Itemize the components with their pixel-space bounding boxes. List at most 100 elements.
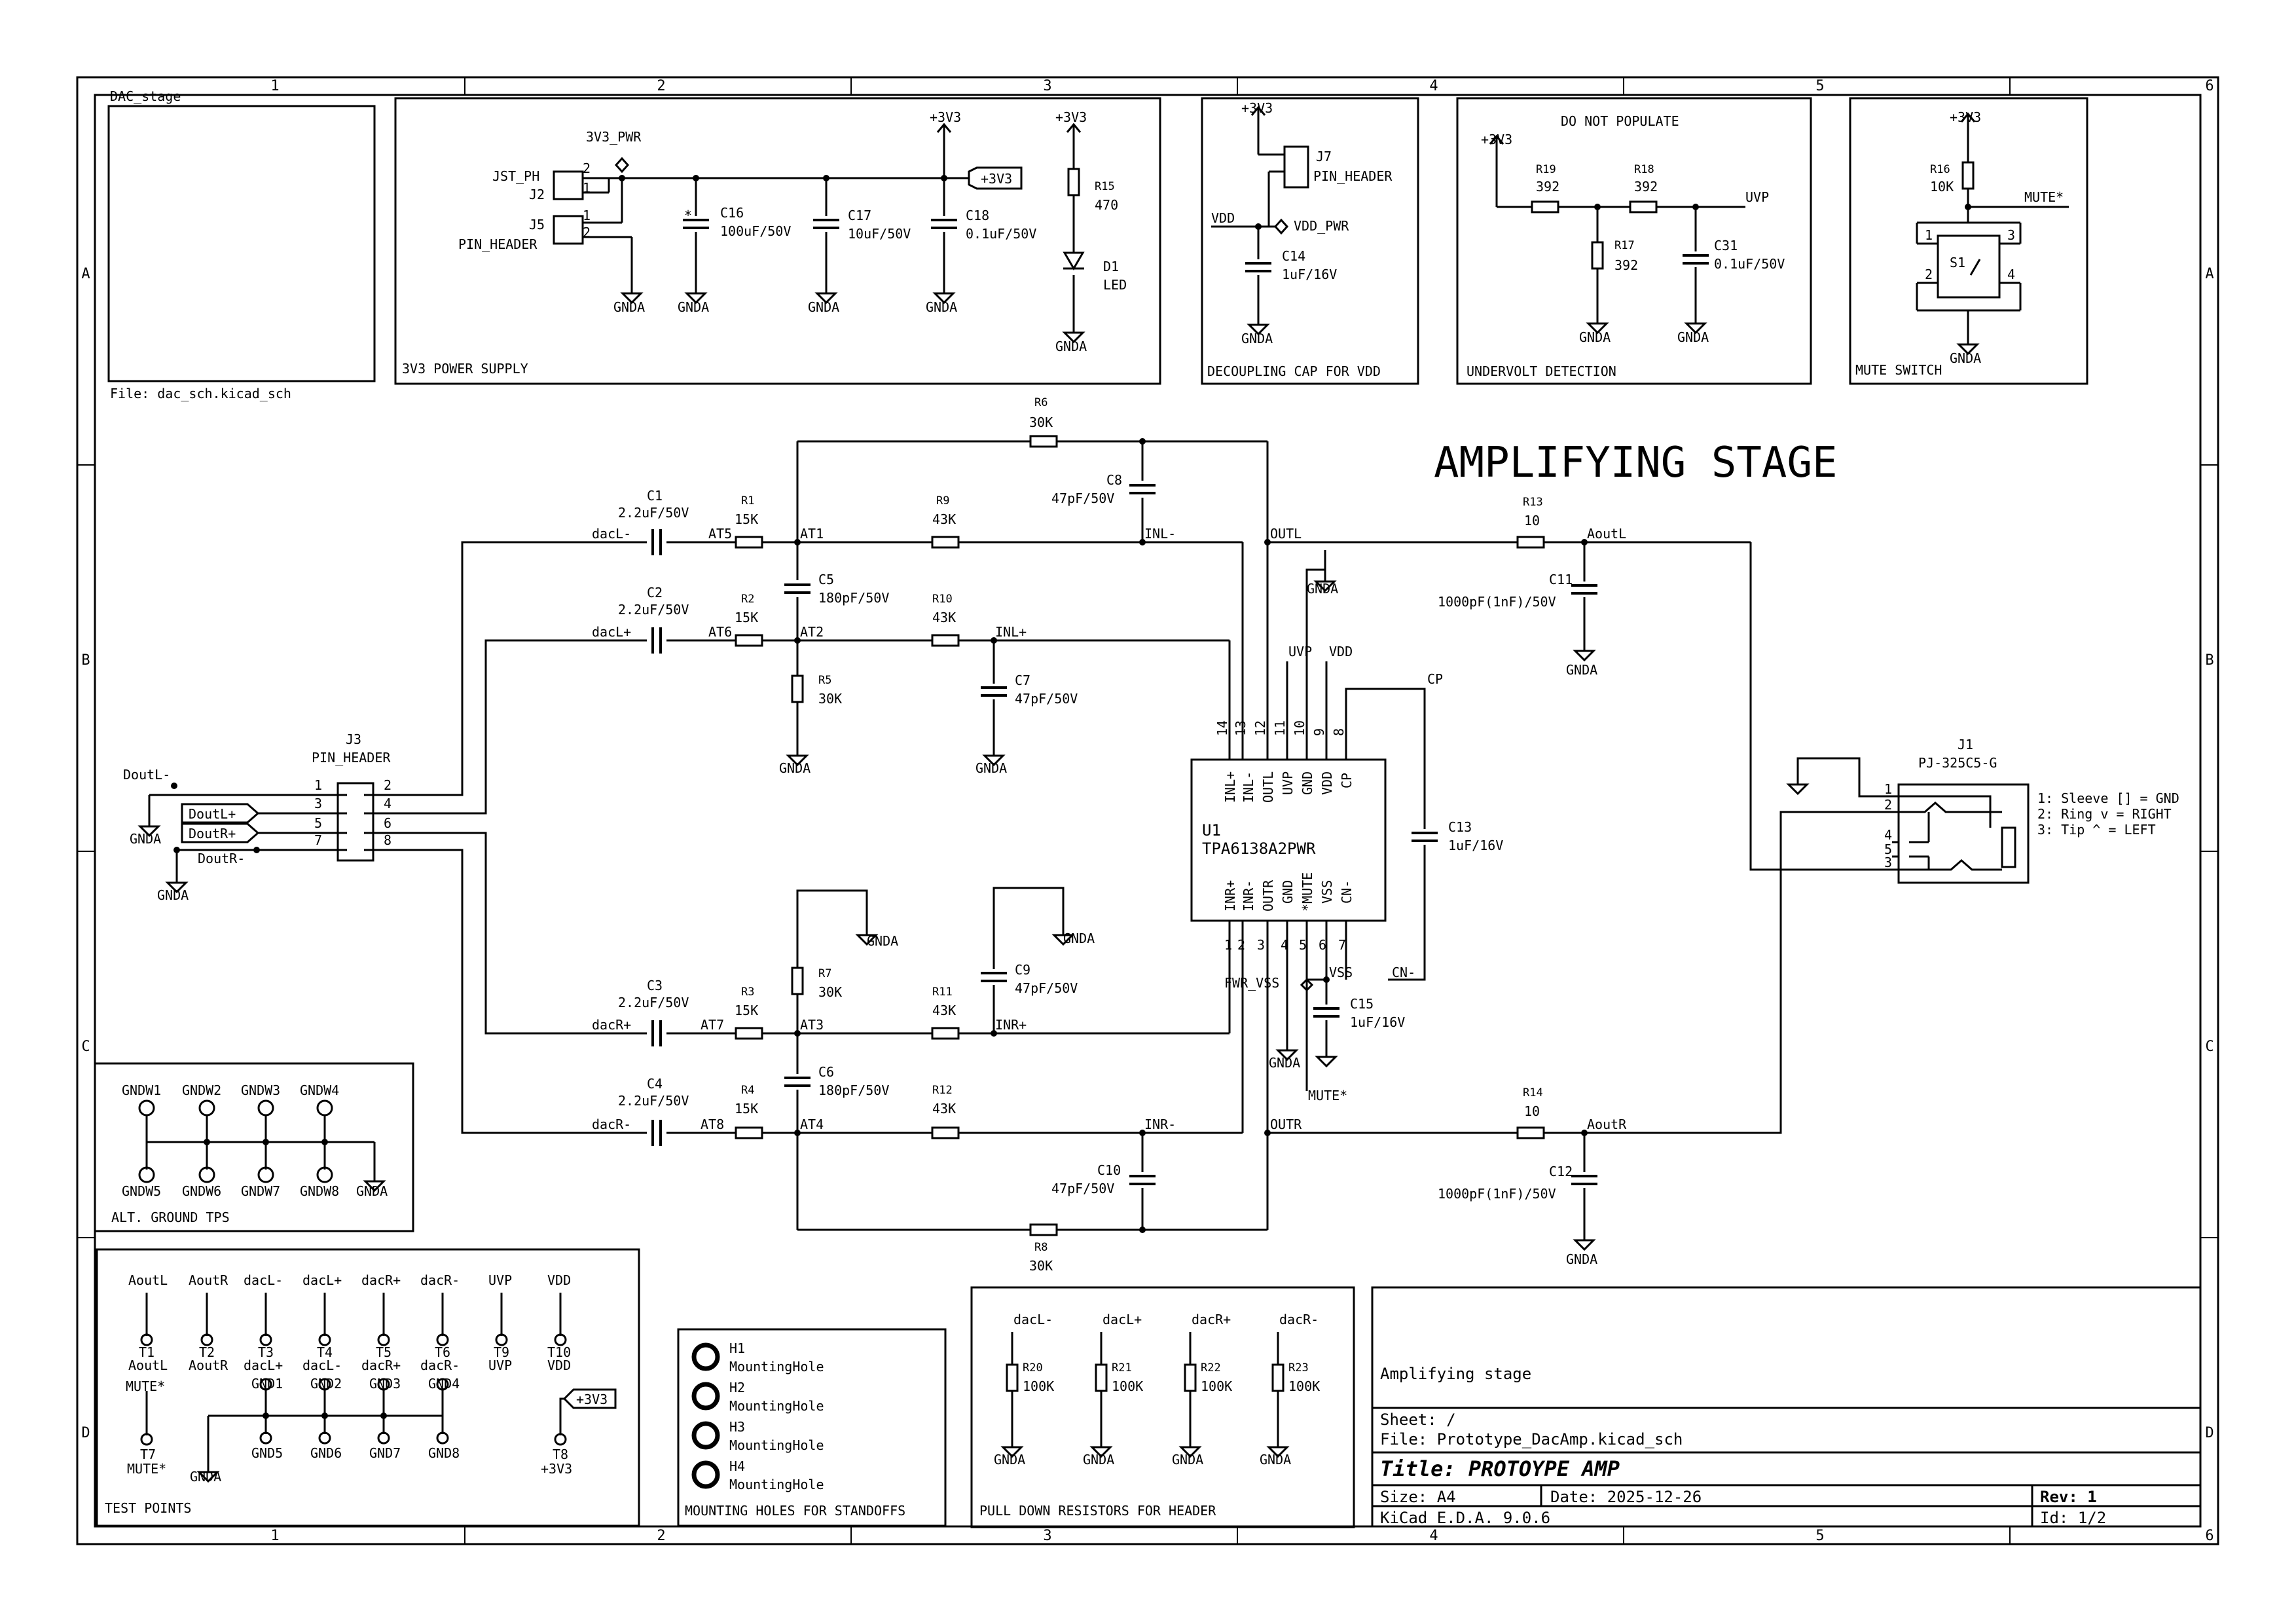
- pd-ref: R20: [1023, 1361, 1043, 1375]
- gnd-label: GNDA: [1566, 662, 1597, 678]
- tp-net: dacR+: [361, 1272, 401, 1288]
- j3-pin: 1: [314, 777, 322, 793]
- net-label: AoutL: [1587, 526, 1626, 542]
- c2-value: 2.2uF/50V: [618, 602, 689, 618]
- r5-value: 30K: [818, 691, 842, 707]
- tp-ref: T3: [258, 1344, 274, 1360]
- j7-value: PIN_HEADER: [1313, 168, 1393, 184]
- tp-value: VDD: [547, 1357, 571, 1373]
- r2-ref: R2: [741, 593, 754, 606]
- c9-ref: C9: [1015, 962, 1030, 978]
- col-label: 2: [657, 78, 665, 94]
- r11-value: 43K: [932, 1003, 956, 1018]
- pd-net: dacL-: [1013, 1312, 1053, 1327]
- r14-ref: R14: [1523, 1086, 1543, 1099]
- net-label: CP: [1427, 671, 1443, 687]
- col-label: 5: [1815, 1528, 1824, 1544]
- c8-ref: C8: [1106, 472, 1122, 488]
- net-label: CN-: [1392, 965, 1415, 980]
- r3-value: 15K: [735, 1003, 758, 1018]
- j1-ref: J1: [1958, 737, 1973, 752]
- gnd-label: GNDA: [1579, 329, 1611, 345]
- tp-net: dacL+: [302, 1272, 342, 1288]
- r6-value: 30K: [1029, 415, 1053, 430]
- j3-pin: 6: [384, 815, 392, 831]
- gnd-label: GNDA: [1063, 931, 1095, 946]
- row-label: B: [2205, 652, 2214, 669]
- row-label: D: [2205, 1425, 2214, 1441]
- net-label: VSS: [1329, 965, 1353, 980]
- c6-ref: C6: [818, 1064, 834, 1080]
- hole-ref: H4: [729, 1458, 745, 1474]
- tp-ref: T1: [139, 1344, 155, 1360]
- u1-pin-name: UVP: [1280, 771, 1296, 795]
- row-label: C: [81, 1039, 90, 1055]
- tp-label: GNDW2: [182, 1082, 221, 1098]
- jst-value: JST_PH: [492, 168, 539, 184]
- tp-gnd: GND3: [369, 1376, 401, 1392]
- gnd-label: GNDA: [1172, 1452, 1203, 1467]
- amp-wiring: [148, 440, 1899, 1231]
- pin-num: 4: [2007, 267, 2015, 282]
- tp-label: GNDW3: [241, 1082, 280, 1098]
- col-label: 6: [2205, 78, 2214, 94]
- d1-ref: D1: [1103, 259, 1119, 274]
- u1-pin-number: 2: [1237, 937, 1245, 953]
- j3-pin: 2: [384, 777, 392, 793]
- r9-value: 43K: [932, 511, 956, 527]
- j1-value: PJ-325C5-G: [1918, 755, 1997, 771]
- c1-ref: C1: [647, 488, 663, 504]
- j3-pin: 3: [314, 796, 322, 811]
- uvp-net: UVP: [1745, 189, 1769, 205]
- gnd-label: GNDA: [1260, 1452, 1291, 1467]
- c14-value: 1uF/16V: [1282, 267, 1337, 282]
- u1-pin-number: 1: [1224, 937, 1232, 953]
- tp-gnd: GND1: [251, 1376, 283, 1392]
- rail-label: +3V3: [1241, 100, 1273, 116]
- tp-ref: T9: [494, 1344, 509, 1360]
- tp-label: GNDW4: [300, 1082, 339, 1098]
- d1-value: LED: [1103, 277, 1127, 293]
- pin-num: 1: [583, 208, 591, 223]
- r18-ref: R18: [1634, 163, 1654, 176]
- c17-ref: C17: [848, 208, 871, 223]
- c15-value: 1uF/16V: [1350, 1014, 1405, 1030]
- tp-value: MUTE*: [127, 1461, 166, 1477]
- r7-ref: R7: [818, 967, 831, 980]
- c16-ref: C16: [720, 205, 744, 221]
- gnd-label: GNDA: [613, 299, 645, 315]
- row-label: D: [81, 1425, 90, 1441]
- tp-value: +3V3: [541, 1461, 572, 1477]
- frame-grid: [77, 77, 2218, 1544]
- s1-ref: S1: [1950, 255, 1965, 270]
- undervolt-section: UNDERVOLT DETECTION DO NOT POPULATE +3V3…: [1456, 97, 1812, 385]
- u1-pin-name: *MUTE: [1300, 872, 1315, 912]
- rail-label: +3V3: [930, 109, 961, 125]
- pin-num: 2: [1925, 267, 1933, 282]
- ground-tps-box-label: ALT. GROUND TPS: [111, 1209, 230, 1225]
- tb-file: File: Prototype_DacAmp.kicad_sch: [1380, 1430, 1683, 1449]
- j3-value: PIN_HEADER: [312, 750, 391, 766]
- tp-ref: T4: [317, 1344, 333, 1360]
- u1-pin-number: 4: [1281, 937, 1288, 953]
- j1-pin: 1: [1884, 781, 1892, 797]
- gnd-label: GNDA: [1055, 339, 1087, 354]
- dac-stage-sheet[interactable]: DAC_stage File: dac_sch.kicad_sch: [107, 88, 376, 401]
- global-label: DoutL+: [189, 806, 236, 822]
- gnd-label: GNDA: [190, 1469, 221, 1485]
- net-label: INL-: [1144, 526, 1176, 542]
- frame-labels: 1 2 3 4 5 6 1 2 3 4 5 6 A B C D A B C D: [81, 78, 2214, 1544]
- r19-ref: R19: [1536, 163, 1556, 176]
- net-label: AT6: [708, 624, 732, 640]
- u1-pin-number: 13: [1233, 720, 1248, 736]
- gnd-label: GNDA: [1566, 1251, 1597, 1267]
- tp-value: dacL+: [244, 1357, 283, 1373]
- gnd-label: GNDA: [994, 1452, 1025, 1467]
- hole-ref: H1: [729, 1340, 745, 1356]
- u1-pin-name: CP: [1339, 773, 1355, 788]
- col-label: 3: [1043, 1528, 1051, 1544]
- rail-flag-label: +3V3: [576, 1392, 608, 1407]
- gnd-label: GNDA: [867, 933, 898, 949]
- pd-value: 100K: [1288, 1378, 1320, 1394]
- u1-pin-number: 11: [1272, 720, 1288, 736]
